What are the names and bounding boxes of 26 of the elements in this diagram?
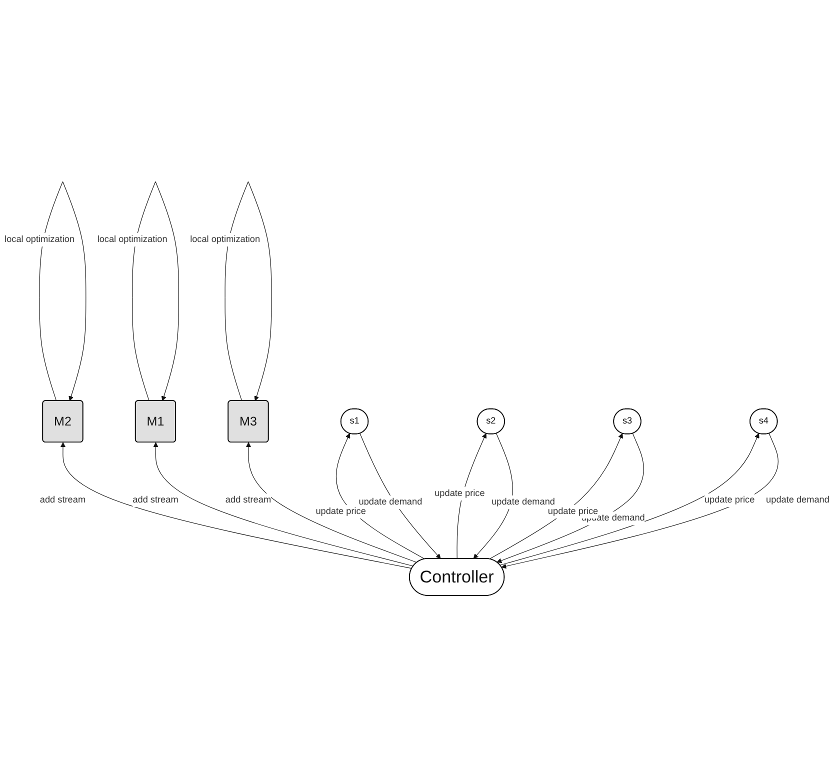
arrow — [489, 434, 623, 560]
edge-label: local optimization — [97, 235, 168, 245]
edge-label: update price — [704, 496, 755, 506]
edge-label: update demand — [358, 498, 422, 508]
edge-label: local optimization — [4, 235, 75, 245]
arrow — [496, 434, 644, 564]
arrow — [60, 442, 412, 570]
arrow — [224, 182, 272, 402]
arrow — [39, 182, 86, 402]
edge-label: update demand — [766, 496, 830, 506]
arrow — [360, 434, 441, 560]
arrow — [456, 434, 487, 560]
arrow — [246, 442, 418, 564]
edge-label: update price — [434, 488, 485, 499]
arrow — [473, 434, 513, 560]
arrow — [336, 434, 426, 560]
arrow — [153, 442, 414, 567]
edge-label: update price — [548, 507, 598, 517]
edge-label: local optimization — [190, 235, 260, 245]
arrow — [132, 182, 179, 402]
edge-label: add stream — [225, 496, 272, 506]
edge-label: update price — [316, 507, 366, 517]
edge-label: add stream — [40, 496, 86, 506]
edge-label: add stream — [132, 496, 178, 506]
edge-label: update demand — [581, 514, 645, 524]
edge-label: update demand — [492, 498, 555, 508]
